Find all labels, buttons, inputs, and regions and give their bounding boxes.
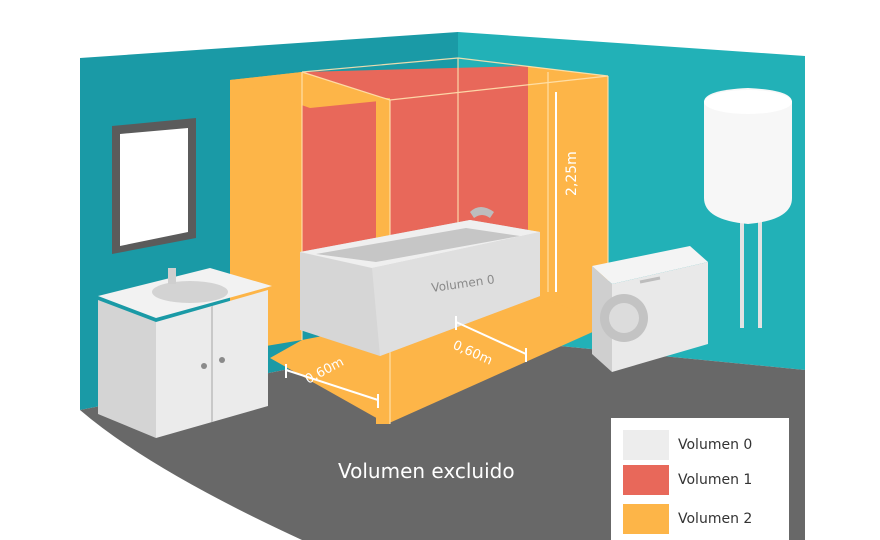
dimension-marks	[285, 92, 557, 408]
sink-cabinet-icon	[98, 268, 272, 438]
legend-label-volumen-2: Volumen 2	[678, 511, 753, 527]
legend-label-volumen-0: Volumen 0	[678, 437, 753, 453]
legend-item-volumen-2: Volumen 2	[623, 504, 752, 534]
mirror-icon	[112, 118, 196, 254]
legend-swatch-volumen-1	[623, 465, 669, 495]
washing-machine-icon	[592, 246, 708, 372]
excluded-volume-label: Volumen excluido	[338, 459, 515, 483]
legend-swatch-volumen-2	[623, 504, 669, 534]
bathtub-icon	[300, 207, 540, 356]
height-label: 2,25m	[564, 151, 580, 196]
legend-item-volumen-1: Volumen 1	[623, 465, 752, 495]
legend-item-volumen-0: Volumen 0	[623, 430, 752, 460]
legend-label-volumen-1: Volumen 1	[678, 472, 753, 488]
water-heater-icon	[704, 88, 792, 328]
legend: Volumen 0 Volumen 1 Volumen 2	[611, 418, 789, 540]
volumen-2-floor-zone	[270, 292, 608, 424]
volumen-2-top-band	[230, 72, 390, 108]
legend-swatch-volumen-0	[623, 430, 669, 460]
